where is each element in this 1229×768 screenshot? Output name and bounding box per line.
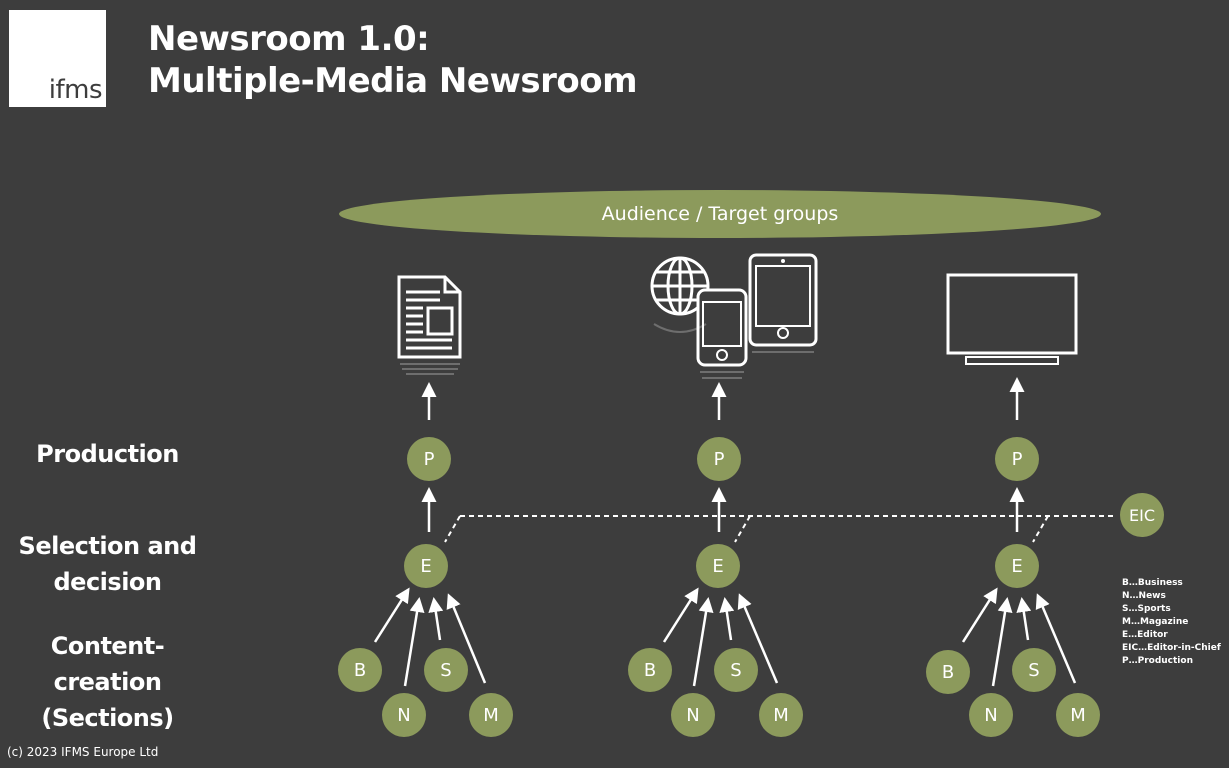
web-mobile-tablet-icon: [650, 253, 818, 379]
magazine-node-1: M: [469, 693, 513, 737]
editor-node-1: E: [404, 544, 448, 588]
selection-label: Selection and decision: [0, 528, 215, 600]
eic-link-e-2: [734, 515, 751, 543]
business-node-1: B: [338, 648, 382, 692]
production-node-2: P: [697, 437, 741, 481]
arrow-m-to-e-2: [737, 593, 779, 684]
title-line-2: Multiple-Media Newsroom: [148, 61, 638, 101]
content-label-line-2: creation: [53, 668, 162, 696]
production-node-1: P: [407, 437, 451, 481]
tv-icon: [946, 273, 1078, 365]
editor-node-2: E: [696, 544, 740, 588]
news-node-3: N: [969, 693, 1013, 737]
sports-node-3: S: [1012, 648, 1056, 692]
title-line-1: Newsroom 1.0:: [148, 19, 430, 59]
arrow-n-to-e-3: [991, 597, 1013, 687]
logo-text: ifms: [48, 75, 103, 105]
slide-title: Newsroom 1.0: Multiple-Media Newsroom: [148, 18, 638, 102]
legend-item: N…News: [1122, 591, 1166, 601]
eic-link-e-1: [444, 515, 461, 543]
arrow-b-to-e-3: [961, 587, 998, 643]
arrow-s-to-e-1: [428, 597, 444, 641]
copyright-notice: (c) 2023 IFMS Europe Ltd: [7, 745, 159, 759]
audience-label: Audience / Target groups: [601, 203, 839, 225]
production-node-3: P: [995, 437, 1039, 481]
arrow-n-to-e-2: [692, 597, 714, 687]
selection-label-line-2: decision: [53, 568, 163, 596]
magazine-node-2: M: [759, 693, 803, 737]
sports-node-2: S: [714, 648, 758, 692]
editor-in-chief-node: EIC: [1120, 493, 1164, 537]
legend-item: P…Production: [1122, 656, 1193, 666]
editor-node-3: E: [995, 544, 1039, 588]
business-node-2: B: [628, 648, 672, 692]
arrow-m-to-e-1: [446, 593, 487, 684]
magazine-node-3: M: [1056, 693, 1100, 737]
arrow-b-to-e-2: [662, 587, 699, 643]
arrow-m-to-e-3: [1035, 593, 1077, 684]
content-label-line-3: (Sections): [41, 704, 174, 732]
sports-node-1: S: [424, 648, 468, 692]
ifms-logo: ifms: [9, 10, 106, 107]
legend-item: E…Editor: [1122, 630, 1168, 640]
eic-link-e-3: [1032, 515, 1049, 543]
production-label: Production: [36, 440, 179, 468]
newspaper-icon: [397, 275, 462, 375]
content-label-line-1: Content-: [50, 632, 165, 660]
legend-item: EIC…Editor-in-Chief: [1122, 643, 1221, 653]
audience-ellipse: Audience / Target groups: [339, 190, 1101, 238]
legend-item: B…Business: [1122, 578, 1183, 588]
business-node-3: B: [926, 650, 970, 694]
news-node-2: N: [671, 693, 715, 737]
news-node-1: N: [382, 693, 426, 737]
arrow-s-to-e-3: [1016, 597, 1032, 641]
selection-label-line-1: Selection and: [18, 532, 197, 560]
arrow-s-to-e-2: [719, 597, 735, 641]
arrow-b-to-e-1: [373, 587, 410, 643]
legend-item: M…Magazine: [1122, 617, 1189, 627]
legend: B…Business N…News S…Sports M…Magazine E……: [1122, 577, 1221, 668]
content-creation-label: Content- creation (Sections): [0, 628, 215, 736]
legend-item: S…Sports: [1122, 604, 1171, 614]
arrow-n-to-e-1: [403, 597, 425, 687]
